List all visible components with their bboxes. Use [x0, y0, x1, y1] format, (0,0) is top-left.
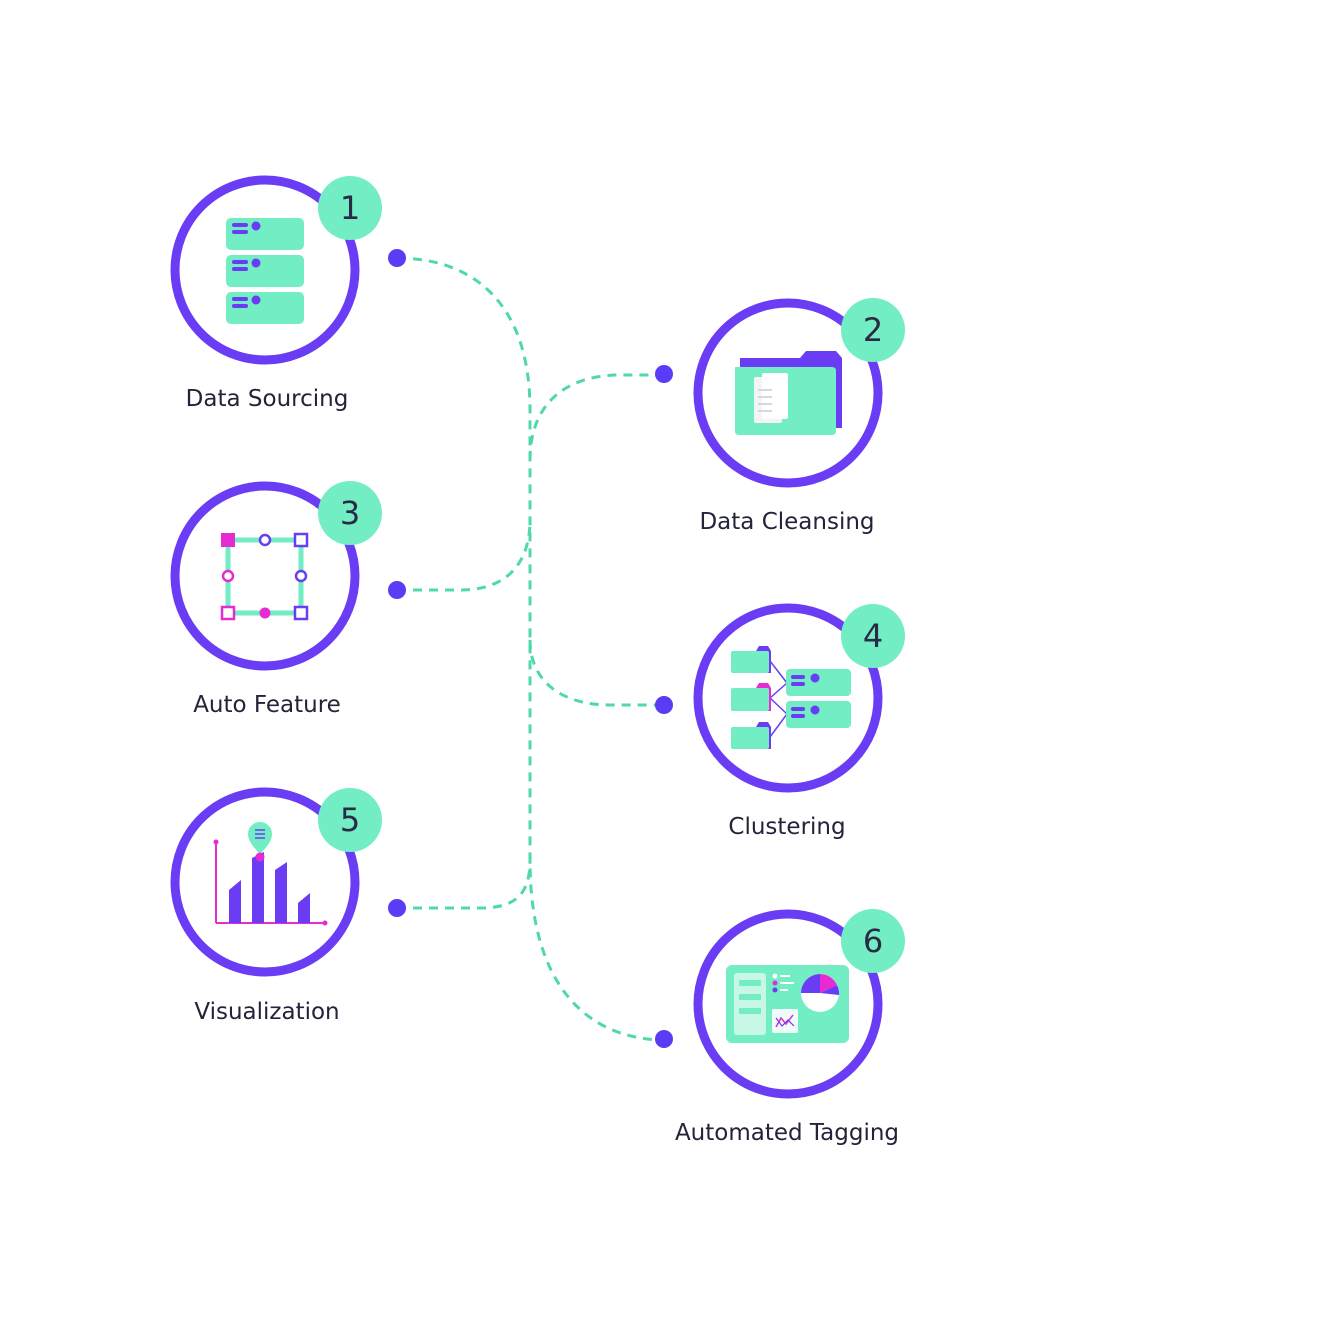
- connector-dot: [388, 899, 406, 917]
- connector-step-4: [528, 639, 665, 707]
- connector-dot: [655, 696, 673, 714]
- step-6-node: 6: [693, 909, 905, 1099]
- step-number: 5: [340, 801, 360, 839]
- step-badge: 1: [318, 176, 382, 240]
- connector-lines: [396, 256, 666, 1042]
- connector-dot: [655, 1030, 673, 1048]
- step-badge: 3: [318, 481, 382, 545]
- connector-step-5: [397, 859, 532, 910]
- step-badge: 2: [841, 298, 905, 362]
- step-4-node: 4: [693, 603, 905, 793]
- step-number: 2: [863, 311, 883, 349]
- step-2-node: 2: [693, 298, 905, 488]
- step-number: 6: [863, 922, 883, 960]
- step-3-node: 3: [170, 481, 382, 671]
- connector-step-1: [396, 256, 666, 1042]
- step-ring: [170, 481, 360, 671]
- connector-dot: [655, 365, 673, 383]
- step-5-node: 5: [170, 787, 382, 977]
- connector-step-3: [397, 519, 532, 592]
- step-5-label: Visualization: [194, 999, 340, 1025]
- step-badge: 4: [841, 604, 905, 668]
- bounding-box-icon: [220, 532, 309, 621]
- step-badge: 5: [318, 788, 382, 852]
- connector-dots: [388, 249, 673, 1048]
- connector-dot: [388, 581, 406, 599]
- step-3-label: Auto Feature: [193, 692, 341, 718]
- dashboard-icon: [726, 965, 849, 1043]
- connector-dot: [388, 249, 406, 267]
- step-number: 4: [863, 617, 883, 655]
- bar-chart-icon: [213, 822, 328, 926]
- step-1-label: Data Sourcing: [185, 386, 349, 412]
- folder-documents-icon: [735, 351, 842, 435]
- step-ring: [170, 787, 360, 977]
- step-badge: 6: [841, 909, 905, 973]
- step-2-label: Data Cleansing: [699, 509, 875, 535]
- step-number: 1: [340, 189, 360, 227]
- cluster-merge-icon: [731, 646, 851, 749]
- step-4-label: Clustering: [728, 814, 846, 840]
- step-number: 3: [340, 494, 360, 532]
- connector-step-2: [528, 373, 665, 461]
- step-6-label: Automated Tagging: [674, 1120, 900, 1146]
- server-stack-icon: [226, 218, 304, 324]
- step-1-node: 1: [170, 175, 382, 365]
